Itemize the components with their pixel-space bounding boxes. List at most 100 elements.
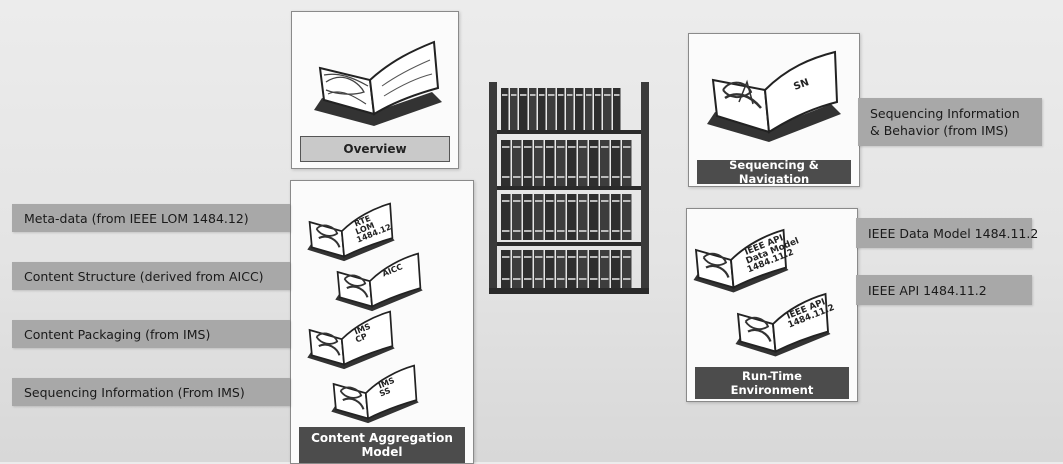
cam-caption-line1: Content Aggregation (311, 431, 453, 445)
shelf-volume-band (502, 278, 510, 280)
shelf-volume-band (546, 200, 554, 202)
shelf-volume-band (524, 200, 532, 202)
label-ieee-data-model: IEEE Data Model 1484.11.2 (856, 218, 1032, 248)
label-content-packaging: Content Packaging (from IMS) (12, 320, 290, 348)
label-sequencing-behavior-line2: & Behavior (from IMS) (870, 122, 1020, 139)
shelf-volume-band (601, 146, 609, 148)
label-meta-data: Meta-data (from IEEE LOM 1484.12) (12, 204, 290, 232)
shelf-volume (556, 250, 566, 288)
shelf-volume (600, 250, 610, 288)
shelf-volume-band (579, 176, 587, 178)
shelf-volume-band (623, 200, 631, 202)
shelf-volume-band (568, 230, 576, 232)
shelf-volume-band (558, 94, 564, 96)
shelf-volume-band (557, 230, 565, 232)
small-book-icon: AICC (335, 254, 422, 312)
shelf-volume-band (524, 256, 532, 258)
label-sequencing-behavior-line1: Sequencing Information (870, 105, 1020, 122)
shelf-volume-band (513, 146, 521, 148)
shelf-volume-band (530, 94, 536, 96)
shelf-volume-band (524, 230, 532, 232)
shelf-volume (545, 250, 555, 288)
shelf-volume-band (502, 200, 510, 202)
shelf-volume-band (513, 278, 521, 280)
shelf-volume-band (612, 256, 620, 258)
shelf-volume-band (548, 94, 555, 96)
shelf-volume-band (557, 200, 565, 202)
shelf-volume-band (513, 256, 521, 258)
shelf-volume-band (612, 200, 620, 202)
shelf-volume-band (590, 176, 598, 178)
shelf-volume-band (586, 94, 592, 96)
shelf-volume-band (546, 146, 554, 148)
shelf-volume-band (601, 200, 609, 202)
shelf-volume-band (546, 230, 554, 232)
shelf-volume-band (546, 176, 554, 178)
shelf-volume-band (535, 230, 543, 232)
open-book-icon (292, 12, 458, 132)
shelf-volume (578, 250, 588, 288)
rte-caption-line1: Run-Time (742, 369, 802, 383)
shelf-volume-band (590, 278, 598, 280)
shelf-volume-band (612, 176, 620, 178)
shelf-volume-band (557, 176, 565, 178)
shelf-volume-band (601, 176, 609, 178)
shelf-volume-band (623, 230, 631, 232)
open-book-sn-icon: SN (689, 34, 859, 154)
shelf-volume-band (502, 94, 508, 96)
shelf-volume (523, 250, 533, 288)
shelf-volume (512, 250, 522, 288)
shelf-volume-band (524, 278, 532, 280)
content-aggregation-model-caption: Content Aggregation Model (299, 427, 465, 463)
shelf-volume-band (568, 200, 576, 202)
shelf-volume (534, 250, 544, 288)
shelf-volume-band (579, 256, 587, 258)
label-sequencing-information: Sequencing Information (From IMS) (12, 378, 290, 406)
shelf-volume-band (511, 94, 517, 96)
shelf-volume (567, 250, 577, 288)
shelf-volume-band (502, 230, 510, 232)
shelf-volume-band (612, 230, 620, 232)
shelf-volume-band (612, 278, 620, 280)
shelf-volume-band (535, 176, 543, 178)
shelf-volume-band (513, 200, 521, 202)
shelf-volume-band (546, 256, 554, 258)
shelf-volume (501, 250, 511, 288)
shelf-volume-band (513, 230, 521, 232)
shelf-volume-band (579, 146, 587, 148)
sequencing-navigation-panel: SN Sequencing & Navigation (688, 33, 860, 187)
shelf-volume-band (535, 200, 543, 202)
shelf-volume-band (601, 278, 609, 280)
shelf-volume-band (557, 278, 565, 280)
small-book-icon: IMSSS (331, 366, 418, 424)
shelf-volume-band (568, 256, 576, 258)
shelf-volume-band (539, 94, 545, 96)
shelf-volume-band (623, 176, 631, 178)
shelf-volume-band (557, 146, 565, 148)
shelf-volume-band (579, 200, 587, 202)
shelf-volume-band (601, 256, 609, 258)
shelf-volume-band (590, 200, 598, 202)
small-book-icon: RTELOM1484.12 (307, 204, 394, 262)
overview-panel: Overview (291, 11, 459, 169)
shelf-volume-band (579, 278, 587, 280)
shelf-volume-band (590, 230, 598, 232)
shelf-volume-band (590, 146, 598, 148)
shelf-volume-band (623, 146, 631, 148)
shelf-volume-band (623, 256, 631, 258)
shelf-volume-band (535, 146, 543, 148)
shelf-volume (589, 250, 599, 288)
shelf-volume-band (623, 278, 631, 280)
shelf-volume-band (614, 94, 620, 96)
run-time-environment-caption: Run-Time Environment (695, 367, 849, 399)
shelf-volume-band (612, 146, 620, 148)
shelf-volume-band (590, 256, 598, 258)
shelf-volume-band (502, 176, 510, 178)
shelf-volume-band (576, 94, 583, 96)
shelf-volume-band (601, 230, 609, 232)
rte-caption-line2: Environment (731, 383, 814, 397)
